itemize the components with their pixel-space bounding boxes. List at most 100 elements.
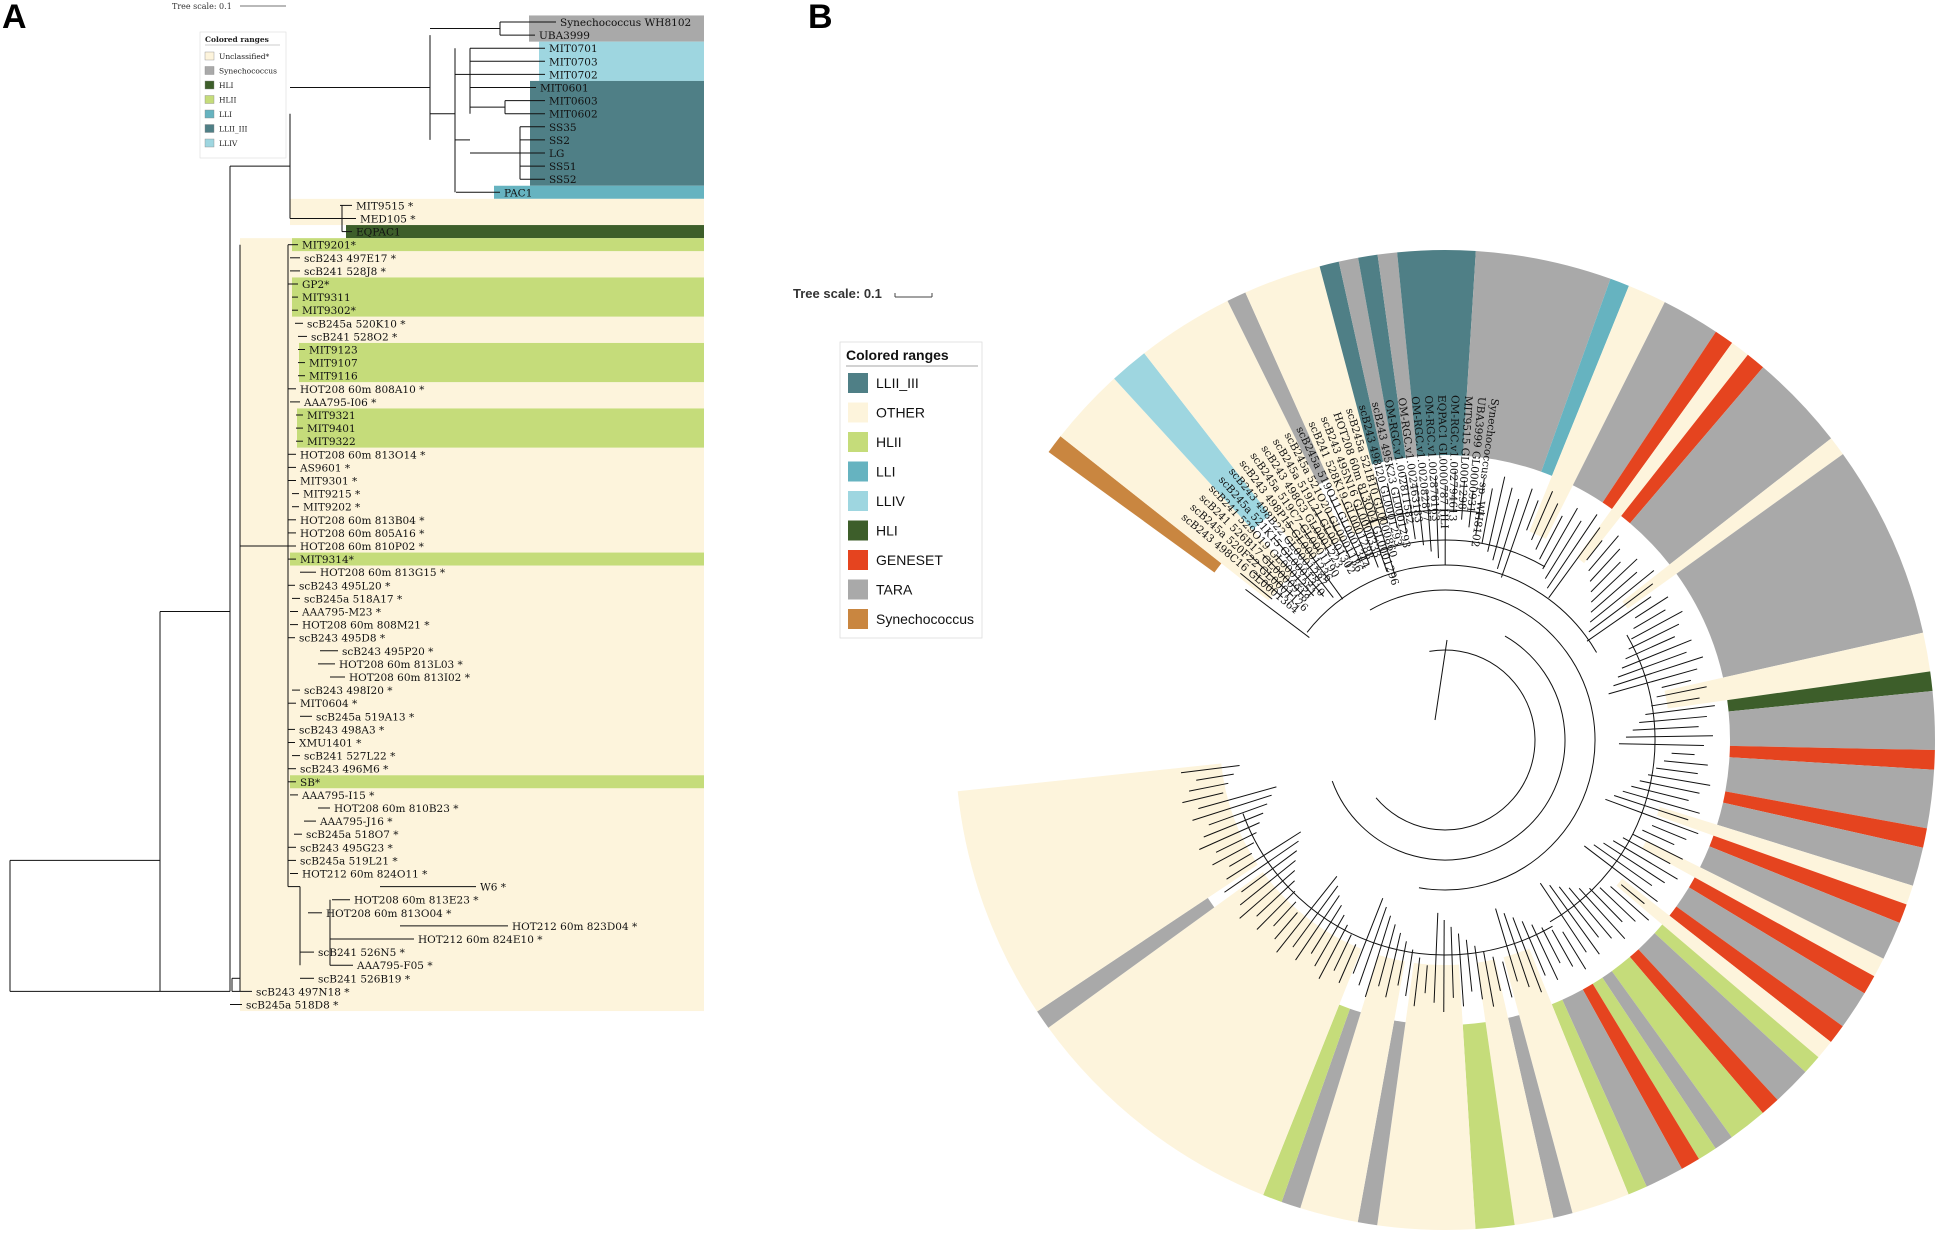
leaf-label: SB* [300, 777, 321, 789]
legend-label: LLIV [219, 139, 238, 148]
ring-segment [1338, 257, 1395, 462]
ring-segment [1048, 872, 1362, 1196]
legend-swatch [848, 609, 868, 629]
leaf-label: MIT9321 [307, 410, 356, 422]
ring-segment [1281, 1008, 1361, 1209]
leaf-label: MIT9302* [302, 305, 357, 317]
ring-segment [1397, 249, 1476, 457]
ring-segment [1358, 254, 1406, 460]
ring-segment [1728, 691, 1935, 751]
clade-band [297, 408, 704, 448]
ring-segment [1377, 962, 1476, 1230]
clade-band [290, 251, 704, 278]
panel-b-tree-scale-label: Tree scale: 0.1 [793, 286, 882, 301]
legend-label: Unclassified* [219, 52, 270, 61]
clade-band [290, 447, 704, 553]
leaf-label: MIT0701 [549, 43, 598, 55]
ring-segment [1717, 802, 1924, 886]
ring-segment [957, 763, 1258, 1012]
panel-b-legend-title: Colored ranges [846, 347, 949, 363]
ring-segment [1562, 989, 1682, 1187]
clade-band [290, 316, 704, 343]
ring-segment [1729, 745, 1935, 770]
leaf-label: UBA3999 [539, 30, 590, 42]
leaf-label: scB243 495L20 * [299, 580, 391, 592]
legend-swatch [204, 80, 215, 90]
legend-label: TARA [876, 582, 913, 598]
clade-band [346, 225, 704, 239]
leaf-label: scB241 528J8 * [304, 266, 387, 278]
panel-a-leaf-labels: Synechococcus WH8102UBA3999MIT0701MIT070… [246, 17, 691, 1012]
leaf-label: HOT208 60m 810B23 * [334, 803, 459, 815]
clade-band [539, 41, 704, 81]
legend-swatch [204, 109, 215, 119]
legend-swatch [848, 432, 868, 452]
leaf-label: AAA795-I06 * [303, 397, 377, 409]
leaf-label: scB241 526N5 * [318, 947, 406, 959]
leaf-label: HOT208 60m 808M21 * [302, 620, 430, 632]
panel-b-letter: B [808, 0, 833, 36]
ring-segment [1638, 933, 1806, 1100]
leaf-label: MIT9314* [300, 554, 355, 566]
legend-label: LLII_III [876, 375, 919, 391]
panel-a-tree-scale: Tree scale: 0.1 [172, 2, 286, 11]
panel-a-letter: A [2, 0, 27, 36]
panel-a-legend: Colored ranges Unclassified* Synechococcu… [199, 31, 287, 159]
ring-segment [1462, 1022, 1515, 1230]
panel-b-legend: Colored ranges LLII_IIIOTHERHLIILLILLIVH… [839, 341, 983, 639]
panel-b-ring [957, 249, 1935, 1230]
panel-b-legend-items: LLII_IIIOTHERHLIILLILLIVHLIGENESETTARASy… [848, 373, 974, 629]
leaf-label: HOT208 60m 810P02 * [300, 541, 425, 553]
leaf-label: AAA795-F05 * [356, 960, 433, 972]
panel-a: A Tree scale: 0.1 Synechococcus WH8102UB… [2, 0, 704, 1012]
ring-segment [1508, 1015, 1573, 1218]
ring-segment [1621, 354, 1764, 524]
leaf-label: MIT9301 * [300, 476, 358, 488]
ring-segment [1630, 367, 1832, 565]
ring-segment [1144, 300, 1346, 563]
ring-segment [1357, 1020, 1406, 1226]
leaf-label: AAA795-J16 * [319, 816, 393, 828]
leaf-label: HOT208 60m 813L03 * [339, 659, 464, 671]
legend-label: Synechococcus [219, 67, 277, 76]
leaf-label: SS2 [549, 135, 570, 147]
ring-segment [1700, 846, 1900, 959]
ring-segment [1037, 897, 1215, 1028]
ring-segment [1616, 878, 1831, 1058]
panel-a-tree [9, 21, 556, 1005]
inner-leaf-label: EQPAC1 GL0000787 HLI [1435, 395, 1450, 529]
leaf-label: MIT9322 [307, 436, 356, 448]
leaf-label: MIT0604 * [300, 698, 358, 710]
ring-segment [1300, 954, 1405, 1223]
leaf-label: MIT9201* [302, 240, 357, 252]
legend-label: LLI [219, 110, 232, 119]
ring-segment [1723, 791, 1927, 848]
leaf-label: SS52 [549, 174, 577, 186]
leaf-label: AS9601 * [299, 462, 351, 474]
leaf-label: scB243 498I20 * [304, 685, 393, 697]
leaf-label: scB245a 518O7 * [306, 829, 399, 841]
legend-swatch [848, 491, 868, 511]
ring-segment [1263, 1004, 1350, 1202]
panel-a-color-bands [240, 15, 704, 1012]
clade-band [290, 552, 704, 566]
panel-a-legend-title: Colored ranges [205, 35, 269, 44]
legend-swatch [848, 550, 868, 570]
leaf-label: HOT208 60m 813O04 * [326, 908, 452, 920]
ring-segment [1727, 671, 1933, 712]
ring-segment [1227, 292, 1329, 485]
legend-label: HLI [876, 523, 898, 539]
legend-swatch [204, 66, 215, 75]
ring-segment [1592, 977, 1716, 1160]
leaf-label: MIT9202 * [303, 502, 361, 514]
leaf-label: scB243 497N18 * [256, 986, 350, 998]
leaf-label: PAC1 [504, 187, 532, 199]
leaf-label: scB243 495G23 * [300, 842, 393, 854]
leaf-label: MIT9107 [309, 358, 358, 370]
leaf-label: MIT9311 [302, 292, 351, 304]
leaf-label: MED105 * [360, 214, 416, 226]
leaf-label: scB245a 518A17 * [304, 593, 403, 605]
ring-segment [1319, 261, 1384, 465]
ring-segment [1245, 266, 1388, 535]
legend-label: LLI [876, 464, 895, 480]
